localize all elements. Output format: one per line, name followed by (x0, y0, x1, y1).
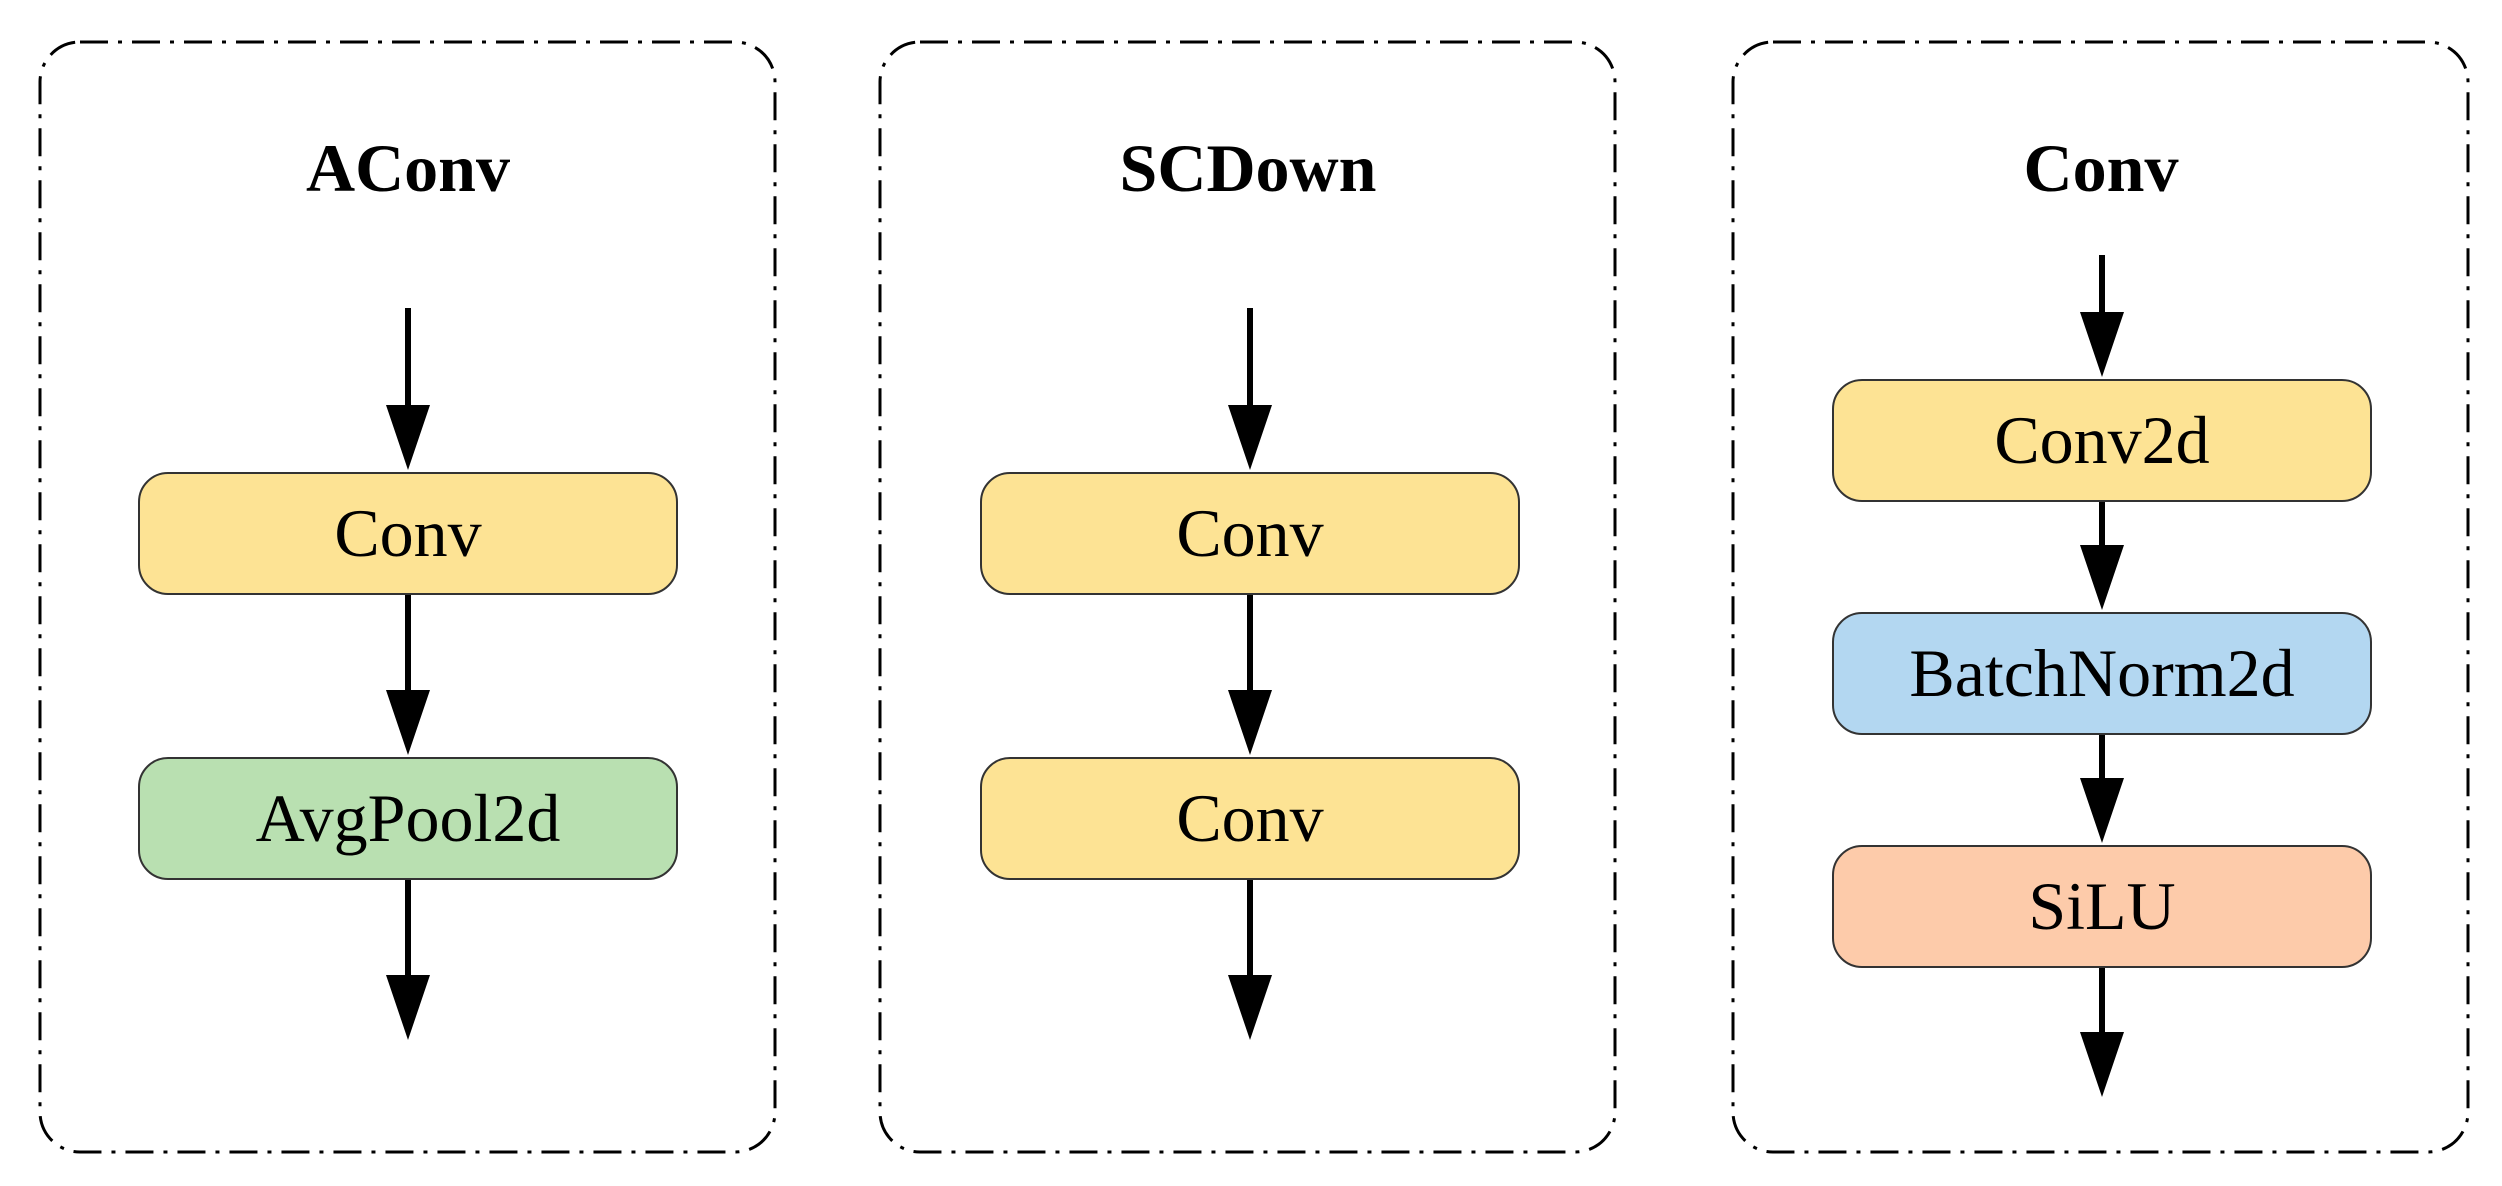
aconv-arrows (386, 308, 430, 1040)
conv-input-arrowhead (2080, 312, 2124, 377)
panel-title-aconv: AConv (305, 130, 511, 206)
panel-frame-scdown (878, 40, 1617, 1154)
scdown-conv-block-2: Conv (980, 757, 1520, 880)
conv-conv2d-block: Conv2d (1832, 379, 2372, 502)
panel-title-conv: Conv (2023, 130, 2179, 206)
conv-silu-block: SiLU (1832, 845, 2372, 968)
scdown-conv-to-conv-arrowhead (1228, 690, 1272, 755)
aconv-conv-block: Conv (138, 472, 678, 595)
conv-arrows (2080, 255, 2124, 1097)
scdown-output-arrowhead (1228, 975, 1272, 1040)
panel-frame-aconv (38, 40, 777, 1154)
panel-frame-conv (1731, 40, 2470, 1154)
aconv-avgpool2d-block: AvgPool2d (138, 757, 678, 880)
scdown-conv-block-1: Conv (980, 472, 1520, 595)
scdown-input-arrowhead (1228, 405, 1272, 470)
aconv-conv-to-pool-arrowhead (386, 690, 430, 755)
panel-title-scdown: SCDown (1119, 130, 1377, 206)
conv-bn-to-silu-arrowhead (2080, 778, 2124, 843)
conv-output-arrowhead (2080, 1032, 2124, 1097)
aconv-output-arrowhead (386, 975, 430, 1040)
conv-batchnorm2d-block: BatchNorm2d (1832, 612, 2372, 735)
scdown-arrows (1228, 308, 1272, 1040)
aconv-input-arrowhead (386, 405, 430, 470)
conv-conv2d-to-bn-arrowhead (2080, 545, 2124, 610)
